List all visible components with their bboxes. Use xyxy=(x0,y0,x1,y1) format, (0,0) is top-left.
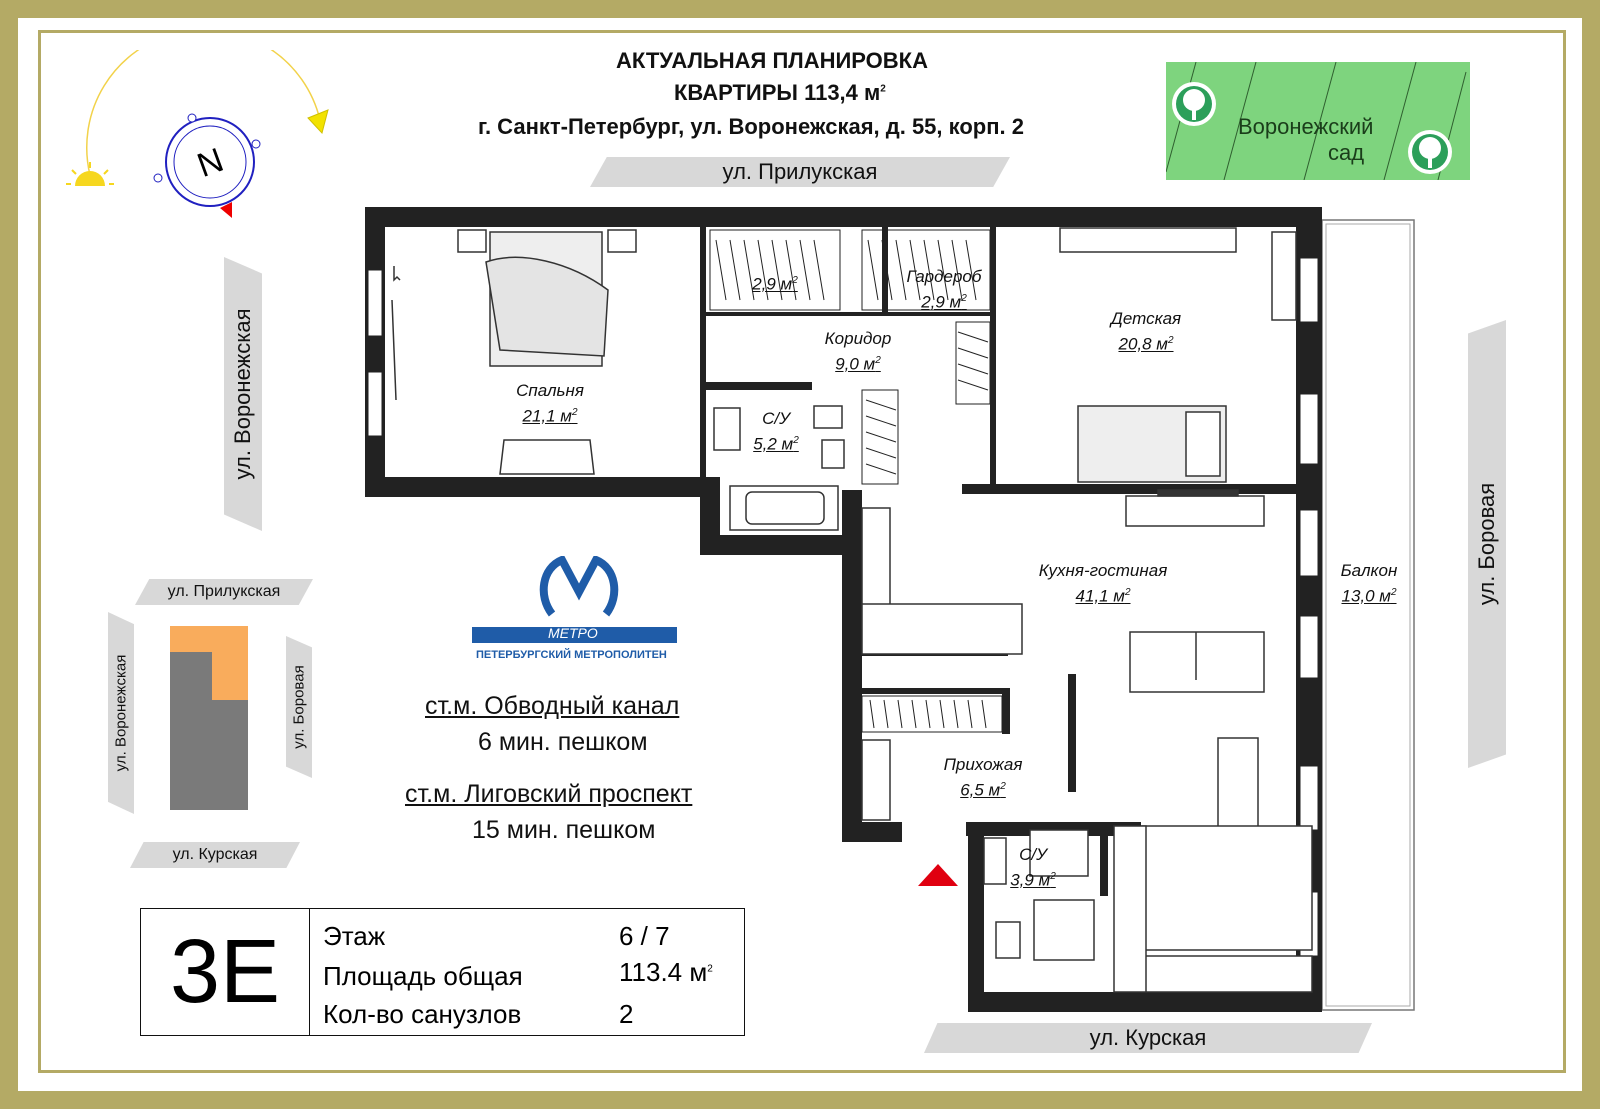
room-label-bath2: С/У 3,9 м2 xyxy=(998,844,1068,892)
area-sup: 2 xyxy=(1167,335,1174,346)
compass-icon: N xyxy=(66,50,329,218)
room-area-bath1: 5,2 м xyxy=(753,434,794,454)
site-apartment-highlight xyxy=(170,626,248,700)
kitchen-furniture xyxy=(861,507,1313,993)
area-sup: 2 xyxy=(792,275,798,286)
room-name-children: Детская xyxy=(1110,309,1182,328)
apartment-code: 3Е xyxy=(141,909,310,1035)
title-area: КВАРТИРЫ 113,4 м xyxy=(674,80,881,105)
room-name-wardrobe2: Гардероб xyxy=(906,267,982,286)
site-street-bottom: ул. Курская xyxy=(130,842,300,868)
room-area-kitchen: 41,1 м xyxy=(1075,586,1125,606)
room-name-bath1: С/У xyxy=(762,409,790,428)
metro-station-2: ст.м. Лиговский проспект xyxy=(405,780,693,808)
area-sup: 2 xyxy=(793,435,799,446)
room-label-kitchen: Кухня-гостиная 41,1 м2 xyxy=(1028,560,1178,608)
room-area-wardrobe1: 2,9 м xyxy=(752,274,793,294)
compass-inner-ring xyxy=(173,125,247,199)
balcony-outline xyxy=(1321,219,1415,1011)
room-label-children: Детская 20,8 м2 xyxy=(1096,308,1196,356)
room-label-bedroom: Спальня 21,1 м2 xyxy=(500,380,600,428)
info-value-baths: 2 xyxy=(619,999,634,1029)
metro-time-1: 6 мин. пешком xyxy=(478,728,648,756)
room-name-bath2: С/У xyxy=(1019,845,1047,864)
area-sup: 2 xyxy=(571,407,578,418)
tree-icon xyxy=(1408,130,1452,174)
room-label-bath1: С/У 5,2 м2 xyxy=(736,408,816,456)
room-area-hall: 6,5 м xyxy=(960,780,1001,800)
site-building xyxy=(170,626,248,810)
room-label-wardrobe2: Гардероб 2,9 м2 xyxy=(894,266,994,314)
wardrobe-racks xyxy=(709,229,1003,733)
info-value-area: 113.4 м2 xyxy=(619,957,713,988)
room-area-children: 20,8 м xyxy=(1118,334,1168,354)
site-street-left: ул. Воронежская xyxy=(108,612,134,814)
site-street-top: ул. Прилукская xyxy=(135,579,313,605)
garden-name-line-2: сад xyxy=(1328,140,1365,165)
room-area-balcony: 13,0 м xyxy=(1341,586,1391,606)
info-value-floor: 6 / 7 xyxy=(619,921,670,951)
children-furniture xyxy=(1059,227,1297,527)
metro-logo-caption: ПЕТЕРБУРГСКИЙ МЕТРОПОЛИТЕН xyxy=(476,649,667,661)
area-sup: 2 xyxy=(961,293,967,304)
garden-name-line-1: Воронежский xyxy=(1238,114,1374,139)
title-line-2: КВАРТИРЫ 113,4 м2 xyxy=(674,80,886,106)
compass-ring xyxy=(165,117,255,207)
street-label-left: ул. Воронежская xyxy=(224,257,262,531)
metro-station-1: ст.м. Обводный канал xyxy=(425,692,680,720)
area-sup: 2 xyxy=(1050,871,1056,882)
sun-icon xyxy=(66,162,114,186)
room-area-bedroom: 21,1 м xyxy=(522,406,572,426)
room-name-kitchen: Кухня-гостиная xyxy=(1038,561,1168,580)
area-sup: 2 xyxy=(1000,781,1006,792)
sun-arc xyxy=(86,50,321,176)
site-street-right: ул. Боровая xyxy=(286,636,312,778)
street-label-right: ул. Боровая xyxy=(1468,320,1506,768)
metro-time-2: 15 мин. пешком xyxy=(472,816,656,844)
info-value-area-sup: 2 xyxy=(707,963,713,975)
street-label-bottom: ул. Курская xyxy=(924,1023,1372,1053)
title-address: г. Санкт-Петербург, ул. Воронежская, д. … xyxy=(478,114,1024,139)
metro-logo-icon xyxy=(539,556,619,617)
info-value-area-text: 113.4 м xyxy=(619,957,708,987)
info-table: 3Е Этаж 6 / 7 Площадь общая 113.4 м2 Кол… xyxy=(140,908,745,1036)
page-inner-border xyxy=(38,30,1566,1073)
street-label-top: ул. Прилукская xyxy=(590,157,1010,187)
bath1-fixtures xyxy=(713,405,845,531)
garden: Воронежский сад xyxy=(1166,62,1470,180)
room-label-balcony: Балкон 13,0 м2 xyxy=(1326,560,1412,608)
sun-arrow xyxy=(307,109,329,135)
info-label-area: Площадь общая xyxy=(323,961,523,991)
title-area-sup: 2 xyxy=(880,83,886,95)
room-area-wardrobe2: 2,9 м xyxy=(921,292,962,312)
area-sup: 2 xyxy=(875,355,881,366)
room-area-corridor: 9,0 м xyxy=(835,354,876,374)
compass-pointer xyxy=(220,202,232,218)
room-name-corridor: Коридор xyxy=(824,329,892,348)
room-name-bedroom: Спальня xyxy=(516,381,584,400)
bedroom-furniture xyxy=(391,229,637,475)
room-area-bath2: 3,9 м xyxy=(1010,870,1051,890)
room-name-balcony: Балкон xyxy=(1340,561,1398,580)
metro-logo-text: МЕТРО xyxy=(548,625,598,641)
room-label-hall: Прихожая 6,5 м2 xyxy=(928,754,1038,802)
room-name-hall: Прихожая xyxy=(943,755,1023,774)
info-label-baths: Кол-во санузлов xyxy=(323,999,522,1029)
title-line-1: АКТУАЛЬНАЯ ПЛАНИРОВКА xyxy=(616,48,928,73)
metro-logo-bar: МЕТРО xyxy=(472,625,677,643)
area-sup: 2 xyxy=(1390,587,1397,598)
info-label-floor: Этаж xyxy=(323,921,386,951)
room-label-corridor: Коридор 9,0 м2 xyxy=(808,328,908,376)
room-label-wardrobe1: 2,9 м2 xyxy=(740,270,810,296)
entrance-marker xyxy=(918,864,958,886)
area-sup: 2 xyxy=(1124,587,1131,598)
tree-icon xyxy=(1172,82,1216,126)
